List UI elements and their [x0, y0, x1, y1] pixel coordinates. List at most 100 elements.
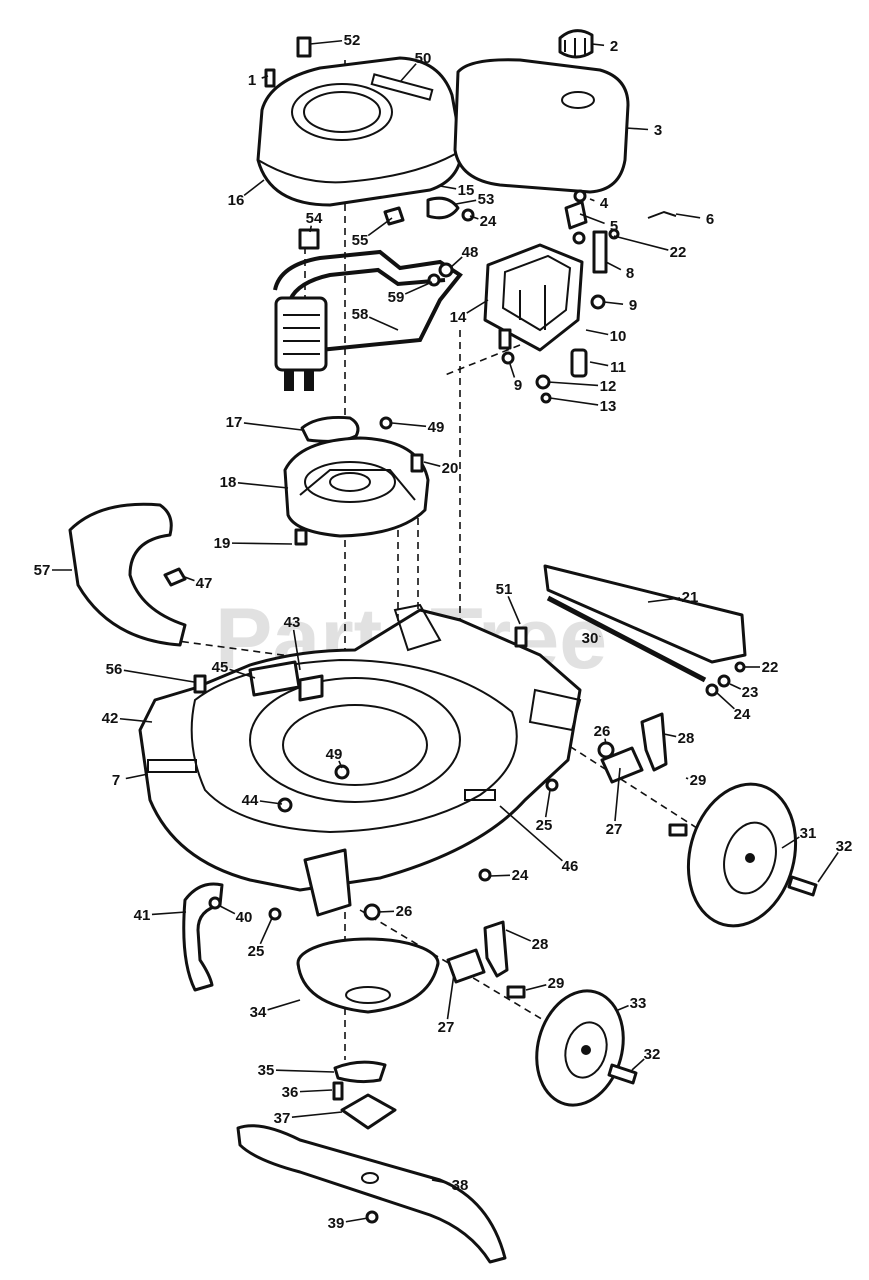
- callout-44: 44: [242, 792, 283, 809]
- callout-14: 14: [450, 299, 489, 326]
- callout-number: 25: [248, 943, 265, 960]
- fasteners: [193, 36, 818, 1224]
- engine-shroud: [256, 56, 464, 207]
- leader-line: [404, 281, 433, 295]
- leader-line: [675, 213, 701, 219]
- callout-29: 29: [685, 772, 706, 789]
- leader-line: [605, 261, 622, 271]
- callout-8: 8: [605, 261, 634, 282]
- leader-line: [591, 43, 605, 47]
- leader-line: [391, 422, 427, 428]
- callout-20: 20: [423, 460, 459, 477]
- callout-number: 56: [106, 661, 123, 678]
- callout-58: 58: [352, 306, 399, 331]
- callout-19: 19: [214, 535, 293, 552]
- washer-26-rear: [597, 741, 615, 759]
- callout-number: 54: [306, 210, 323, 227]
- callout-number: 8: [626, 265, 634, 282]
- callout-number: 28: [678, 730, 695, 747]
- callout-16: 16: [228, 179, 265, 209]
- callout-52: 52: [309, 32, 361, 49]
- callout-number: 36: [282, 1084, 299, 1101]
- leader-line: [446, 973, 455, 1020]
- callout-number: 24: [480, 213, 497, 230]
- callout-number: 1: [248, 72, 256, 89]
- leader-line: [367, 217, 393, 237]
- leader-line: [715, 691, 735, 710]
- deflector-41: [182, 882, 224, 992]
- callout-32: 32: [631, 1046, 661, 1071]
- leader-line: [261, 75, 269, 79]
- leader-line: [604, 738, 607, 745]
- muffler-handle: [273, 249, 463, 391]
- callout-number: 16: [228, 192, 245, 209]
- leader-line: [817, 852, 839, 883]
- washer-37: [340, 1093, 397, 1130]
- callout-number: 58: [352, 306, 369, 323]
- callout-number: 30: [582, 630, 599, 647]
- callout-30: 30: [582, 630, 601, 647]
- callout-26: 26: [377, 903, 412, 920]
- leader-line: [368, 316, 399, 331]
- callout-45: 45: [212, 659, 256, 679]
- callout-number: 5: [610, 218, 618, 235]
- callout-12: 12: [547, 378, 616, 395]
- adjuster-lever-28-front: [483, 920, 509, 978]
- callout-number: 52: [344, 32, 361, 49]
- callout-number: 32: [644, 1046, 661, 1063]
- callout-13: 13: [549, 397, 617, 415]
- callout-number: 13: [600, 398, 617, 415]
- callout-24: 24: [489, 867, 529, 884]
- engine-base: [283, 436, 430, 538]
- callout-number: 44: [242, 792, 259, 809]
- callout-28: 28: [663, 730, 695, 747]
- leader-line: [309, 225, 313, 233]
- leader-line: [119, 717, 153, 723]
- callout-35: 35: [258, 1062, 335, 1079]
- callout-number: 53: [478, 191, 495, 208]
- callout-number: 49: [326, 746, 343, 763]
- mower-deck: [138, 603, 582, 917]
- leader-line: [617, 1004, 629, 1011]
- leader-line: [259, 800, 283, 805]
- leader-line: [625, 127, 649, 131]
- callout-23: 23: [729, 683, 758, 701]
- rod-30: [546, 595, 707, 683]
- blade-adapter-34: [296, 937, 440, 1014]
- leader-line: [243, 422, 303, 431]
- callout-48: 48: [449, 244, 479, 269]
- leader-line: [259, 917, 273, 945]
- leader-line: [449, 256, 463, 269]
- leader-line: [507, 595, 521, 625]
- callout-1: 1: [248, 72, 269, 89]
- blade-38: [236, 1124, 507, 1264]
- rear-door-21: [543, 564, 747, 664]
- callout-3: 3: [625, 122, 662, 139]
- leader-line: [123, 669, 195, 683]
- leader-line: [275, 1069, 335, 1073]
- callout-number: 10: [610, 328, 627, 345]
- callout-25: 25: [536, 789, 552, 834]
- callout-27: 27: [438, 973, 455, 1036]
- callout-number: 37: [274, 1110, 291, 1127]
- leader-line: [509, 363, 516, 378]
- callout-49: 49: [391, 419, 444, 436]
- leader-line: [243, 179, 265, 196]
- callout-41: 41: [134, 907, 187, 924]
- callout-number: 43: [284, 614, 301, 631]
- callout-number: 48: [462, 244, 479, 261]
- callout-29: 29: [525, 975, 564, 992]
- callout-number: 3: [654, 122, 662, 139]
- leader-line: [579, 213, 605, 225]
- callout-28: 28: [505, 929, 548, 953]
- adjuster-plate-27-rear: [600, 746, 644, 784]
- linkage-6: [647, 210, 677, 219]
- callout-number: 20: [442, 460, 459, 477]
- callout-46: 46: [499, 805, 578, 875]
- callout-number: 27: [606, 821, 623, 838]
- fitting-5: [564, 200, 588, 230]
- callout-34: 34: [250, 999, 301, 1021]
- callout-50: 50: [399, 50, 431, 83]
